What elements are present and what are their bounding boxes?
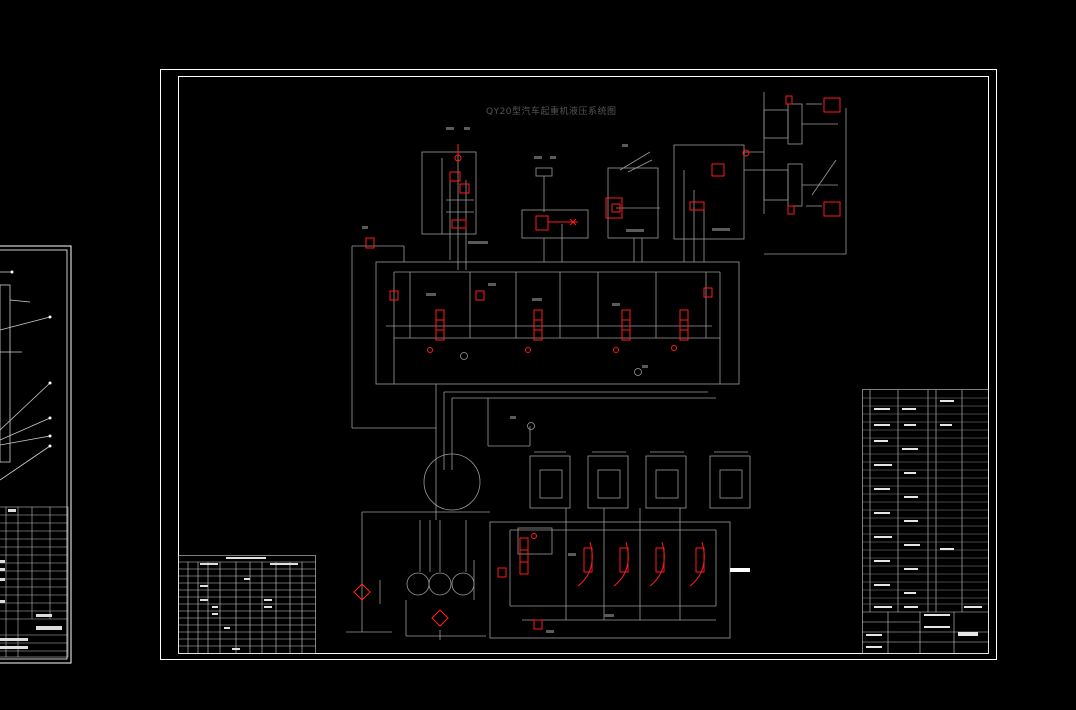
- revision-table-entries: [200, 557, 298, 650]
- sheet-frame: [160, 69, 997, 660]
- label-mark-white: [730, 568, 750, 572]
- revision-table: [178, 555, 316, 654]
- parts-list-entries: [866, 400, 982, 648]
- drawing-title: QY20型汽车起重机液压系统图: [486, 107, 617, 117]
- circuit-lines: [346, 92, 847, 640]
- label-marks: [362, 127, 730, 633]
- hydraulic-components: [353, 95, 841, 630]
- left-sheet: [0, 245, 72, 664]
- parts-list-rows: [862, 397, 988, 605]
